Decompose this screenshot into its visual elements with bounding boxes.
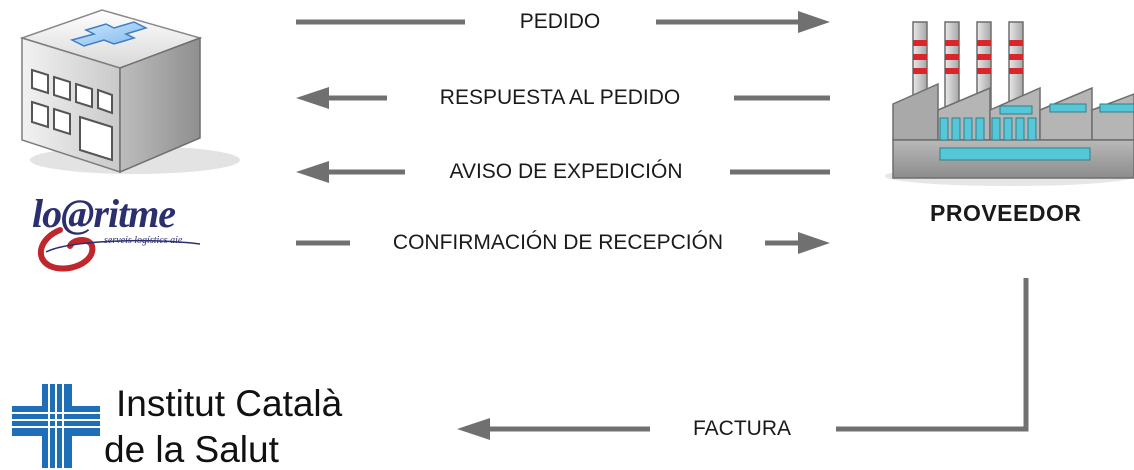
institut-name-line1: Institut Català: [116, 383, 343, 424]
loaritme-logo-mark: [37, 227, 201, 272]
flow-label-pedido: PEDIDO: [519, 10, 601, 33]
roof-cross-icon: [69, 21, 149, 47]
flow-label-respuesta: RESPUESTA AL PEDIDO: [439, 86, 681, 109]
flow-label-confirmacion: CONFIRMACIÓN DE RECEPCIÓN: [392, 231, 724, 254]
arrow-factura: [457, 278, 1029, 440]
arrow-confirmacion: [296, 232, 830, 254]
institut-name-line2: de la Salut: [104, 429, 279, 470]
hospital-building-icon: [19, 9, 240, 174]
loaritme-logo-text: lo@ritme: [32, 191, 176, 236]
arrow-aviso: [296, 161, 830, 183]
factory-icon: [885, 21, 1134, 186]
arrow-respuesta: [296, 87, 830, 109]
loaritme-logo-subtext: serveis logístics aie: [104, 235, 183, 246]
flow-label-factura: FACTURA: [692, 417, 792, 440]
supplier-label: PROVEEDOR: [930, 200, 1082, 226]
blue-cross-icon: [12, 384, 100, 468]
flow-label-aviso: AVISO DE EXPEDICIÓN: [449, 160, 683, 183]
arrow-pedido: [296, 11, 830, 33]
